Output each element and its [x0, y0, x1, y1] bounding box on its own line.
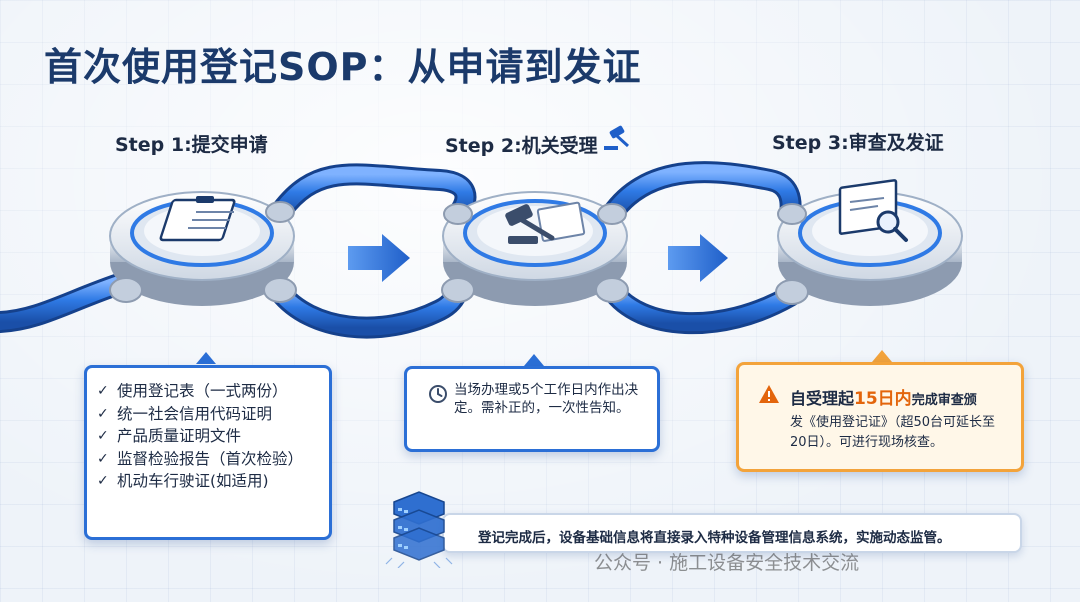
requirements-list: ✓ 使用登记表（一式两份） ✓ 统一社会信用代码证明 ✓ 产品质量证明文件 ✓ 监督检验… — [97, 380, 319, 493]
list-item: ✓ 机动车行驶证(如适用) — [97, 470, 319, 493]
list-item: ✓ 产品质量证明文件 — [97, 425, 319, 448]
clipboard-icon — [159, 196, 236, 242]
warning-icon — [759, 385, 779, 403]
step2-acceptance-box — [404, 366, 660, 452]
step3-box-pointer — [872, 350, 892, 362]
gavel-document-icon — [505, 201, 586, 244]
headline-suffix: 完成审查颁 — [911, 393, 977, 408]
step2-platform — [441, 191, 629, 306]
list-item-text: 统一社会信用代码证明 — [117, 404, 273, 423]
list-item: ✓ 使用登记表（一式两份） — [97, 380, 319, 403]
list-item: ✓ 统一社会信用代码证明 — [97, 403, 319, 426]
headline-prefix: 自受理起 — [790, 389, 855, 408]
step3-review-box — [736, 362, 1024, 472]
page-title: 首次使用登记SOP：从申请到发证 — [44, 45, 642, 89]
list-item-text: 使用登记表（一式两份） — [117, 382, 288, 400]
list-item-text: 产品质量证明文件 — [117, 427, 242, 445]
check-icon: ✓ — [97, 428, 109, 444]
arrow-step1-to-step2 — [348, 234, 410, 282]
step3-headline: 自受理起15日内完成审查颁 — [790, 384, 977, 409]
step2-description: 当场办理或5个工作日内作出决定。需补正的，一次性告知。 — [454, 382, 639, 416]
step1-box-pointer — [196, 352, 216, 364]
check-icon: ✓ — [97, 405, 109, 422]
list-item-text: 监督检验报告（首次检验） — [117, 449, 304, 468]
step2-label: Step 2:机关受理 — [445, 135, 598, 157]
check-icon: ✓ — [97, 383, 109, 399]
list-item-text: 机动车行驶证(如适用) — [117, 472, 269, 490]
step3-label: Step 3:审查及发证 — [772, 132, 944, 154]
deadline-highlight: 15日内 — [854, 389, 912, 409]
gavel-mini-icon — [604, 125, 630, 150]
clock-icon — [429, 385, 447, 403]
step1-requirements-box: ✓ 使用登记表（一式两份） ✓ 统一社会信用代码证明 ✓ 产品质量证明文件 ✓ 监督检验… — [84, 365, 332, 540]
watermark: 公众号 · 施工设备安全技术交流 — [594, 552, 860, 574]
list-item: ✓ 监督检验报告（首次检验） — [97, 448, 319, 471]
step3-description: 发《使用登记证》（超50台可延长至20日）。可进行现场核查。 — [790, 415, 996, 450]
step1-label: Step 1:提交申请 — [115, 134, 268, 156]
banner-text: 登记完成后，设备基础信息将直接录入特种设备管理信息系统，实施动态监管。 — [478, 530, 951, 546]
info-banner — [442, 513, 1022, 553]
certificate-magnifier-icon — [838, 179, 908, 242]
server-stack-icon — [385, 491, 453, 568]
check-icon: ✓ — [97, 473, 109, 489]
step2-box-pointer — [524, 354, 544, 366]
check-icon: ✓ — [97, 450, 109, 467]
arrow-step2-to-step3 — [668, 234, 728, 282]
step3-platform — [775, 191, 963, 306]
